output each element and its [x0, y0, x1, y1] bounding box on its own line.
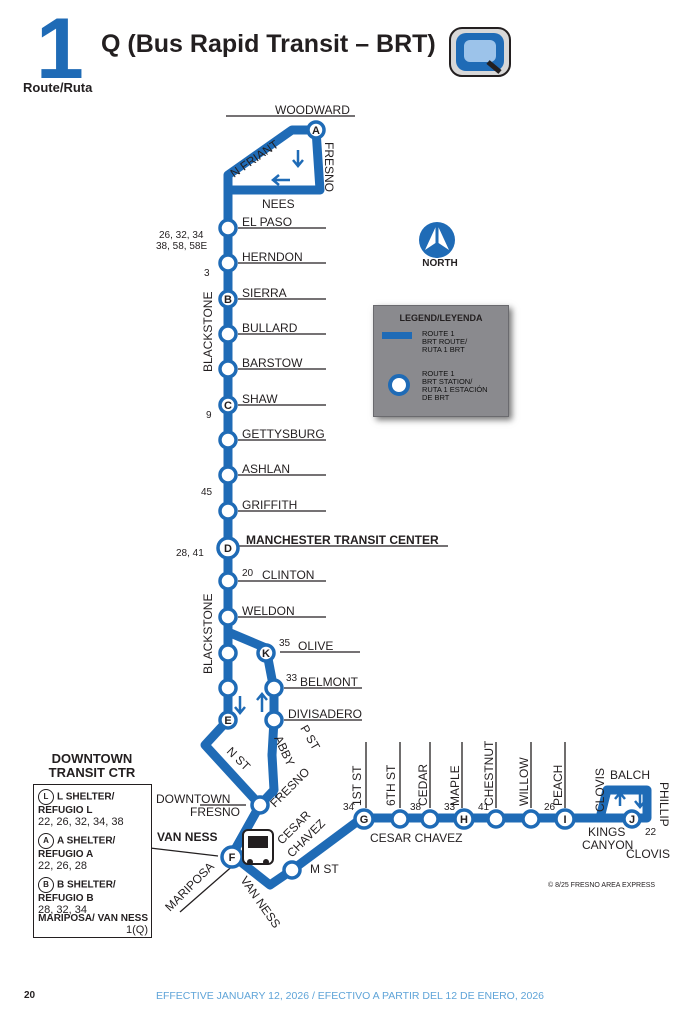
- stop-letter-a: A: [312, 125, 320, 137]
- street-canyon: CANYON: [582, 838, 633, 852]
- shelter-a-icon: A: [38, 833, 54, 849]
- station-olive: OLIVE: [298, 639, 333, 653]
- route-label: Route/Ruta: [23, 80, 93, 95]
- transfer-el-paso-2: 38, 58, 58E: [156, 241, 207, 252]
- station-griffith: GRIFFITH: [242, 498, 297, 512]
- street-blackstone-1: BLACKSTONE: [201, 292, 215, 372]
- station-barstow: BARSTOW: [242, 356, 303, 370]
- station-downtown-2: FRESNO: [190, 805, 240, 819]
- station-herndon: HERNDON: [242, 250, 303, 264]
- station-chestnut: CHESTNUT: [482, 740, 496, 806]
- stop-letter-e: E: [224, 715, 231, 727]
- effective-date: EFFECTIVE JANUARY 12, 2026 / EFECTIVO A …: [155, 990, 545, 1002]
- street-kings: KINGS: [588, 825, 625, 839]
- station-el-paso: EL PASO: [242, 215, 292, 229]
- station-woodward: WOODWARD: [275, 103, 350, 117]
- street-clovis-vertical: CLOVIS: [593, 768, 607, 812]
- stop-letter-f: F: [229, 852, 236, 864]
- station-cedar: CEDAR: [416, 764, 430, 806]
- north-arrow-icon: [419, 222, 455, 258]
- legend-title: LEGEND/LEYENDA: [399, 313, 483, 323]
- station-nees: NEES: [262, 197, 295, 211]
- transfer-clovis: 22: [645, 827, 657, 838]
- station-m-st: M ST: [310, 862, 339, 876]
- stop-letter-b: B: [224, 294, 232, 306]
- stop-letter-c: C: [224, 400, 232, 412]
- transfer-maple: 33: [444, 802, 456, 813]
- station-gettysburg: GETTYSBURG: [242, 427, 325, 441]
- street-clovis-bottom: CLOVIS: [626, 847, 670, 861]
- transfer-belmont: 33: [286, 673, 298, 684]
- station-peach: PEACH: [551, 765, 565, 806]
- street-fresno-north: FRESNO: [322, 142, 336, 192]
- station-downtown-1: DOWNTOWN: [156, 792, 230, 806]
- mariposa-stop: MARIPOSA/ VAN NESS 1(Q): [38, 913, 148, 936]
- stop-letter-j: J: [629, 814, 635, 826]
- transfer-cedar: 38: [410, 802, 422, 813]
- transfer-olive: 35: [279, 638, 291, 649]
- shelter-b-icon: B: [38, 877, 54, 893]
- street-blackstone-2: BLACKSTONE: [201, 594, 215, 674]
- stop-letter-g: G: [360, 814, 369, 826]
- stop-letter-d: D: [224, 543, 232, 555]
- station-van-ness: VAN NESS: [157, 830, 217, 844]
- street-phillip: PHILLIP: [657, 782, 671, 827]
- legend-route-swatch: [382, 332, 412, 339]
- station-6th-st: 6TH ST: [384, 764, 398, 806]
- transfer-shaw: 9: [206, 410, 212, 421]
- transfer-1st-st: 34: [343, 802, 355, 813]
- legend-station-text: ROUTE 1 BRT STATION/ RUTA 1 ESTACIÓN DE …: [422, 369, 488, 402]
- transfer-el-paso-1: 26, 32, 34: [159, 230, 204, 241]
- station-sierra: SIERRA: [242, 286, 287, 300]
- street-cesar-chavez-h: CESAR CHAVEZ: [370, 831, 462, 845]
- station-clinton: CLINTON: [262, 568, 314, 582]
- station-weldon: WELDON: [242, 604, 295, 618]
- transfer-griffith: 45: [201, 487, 213, 498]
- route-number: 1: [36, 1, 84, 97]
- stop-letter-k: K: [262, 648, 270, 660]
- q-logo-icon: [449, 27, 511, 77]
- copyright: © 8/25 FRESNO AREA EXPRESS: [548, 882, 656, 889]
- north-label: NORTH: [422, 258, 458, 269]
- station-divisadero: DIVISADERO: [288, 707, 362, 721]
- street-n-friant: N FRIANT: [228, 137, 282, 181]
- stop-letter-i: I: [563, 814, 566, 826]
- station-bullard: BULLARD: [242, 321, 298, 335]
- transfer-clinton: 20: [242, 568, 254, 579]
- station-maple: MAPLE: [448, 765, 462, 806]
- station-belmont: BELMONT: [300, 675, 359, 689]
- station-shaw: SHAW: [242, 392, 278, 406]
- transfer-peach: 26: [544, 802, 556, 813]
- downtown-title: DOWNTOWN TRANSIT CTR: [48, 751, 136, 780]
- route-title: Q (Bus Rapid Transit – BRT): [101, 30, 436, 58]
- legend: LEGEND/LEYENDA ROUTE 1 BRT ROUTE/ RUTA 1…: [373, 305, 509, 417]
- station-willow: WILLOW: [517, 757, 531, 806]
- station-1st-st: 1ST ST: [350, 765, 364, 806]
- legend-route-text: ROUTE 1 BRT ROUTE/ RUTA 1 BRT: [422, 329, 468, 354]
- shelter-l-icon: L: [38, 789, 54, 805]
- legend-station-swatch: [388, 374, 410, 396]
- page-number: 20: [24, 990, 36, 1001]
- street-p-st: P ST: [297, 723, 323, 753]
- bus-icon: [242, 829, 274, 865]
- transfer-manchester: 28, 41: [176, 548, 204, 559]
- street-balch: BALCH: [610, 768, 650, 782]
- station-ashlan: ASHLAN: [242, 462, 290, 476]
- station-manchester: MANCHESTER TRANSIT CENTER: [246, 533, 439, 547]
- stop-letter-h: H: [460, 814, 468, 826]
- transfer-herndon: 3: [204, 268, 210, 279]
- transfer-chestnut: 41: [478, 802, 490, 813]
